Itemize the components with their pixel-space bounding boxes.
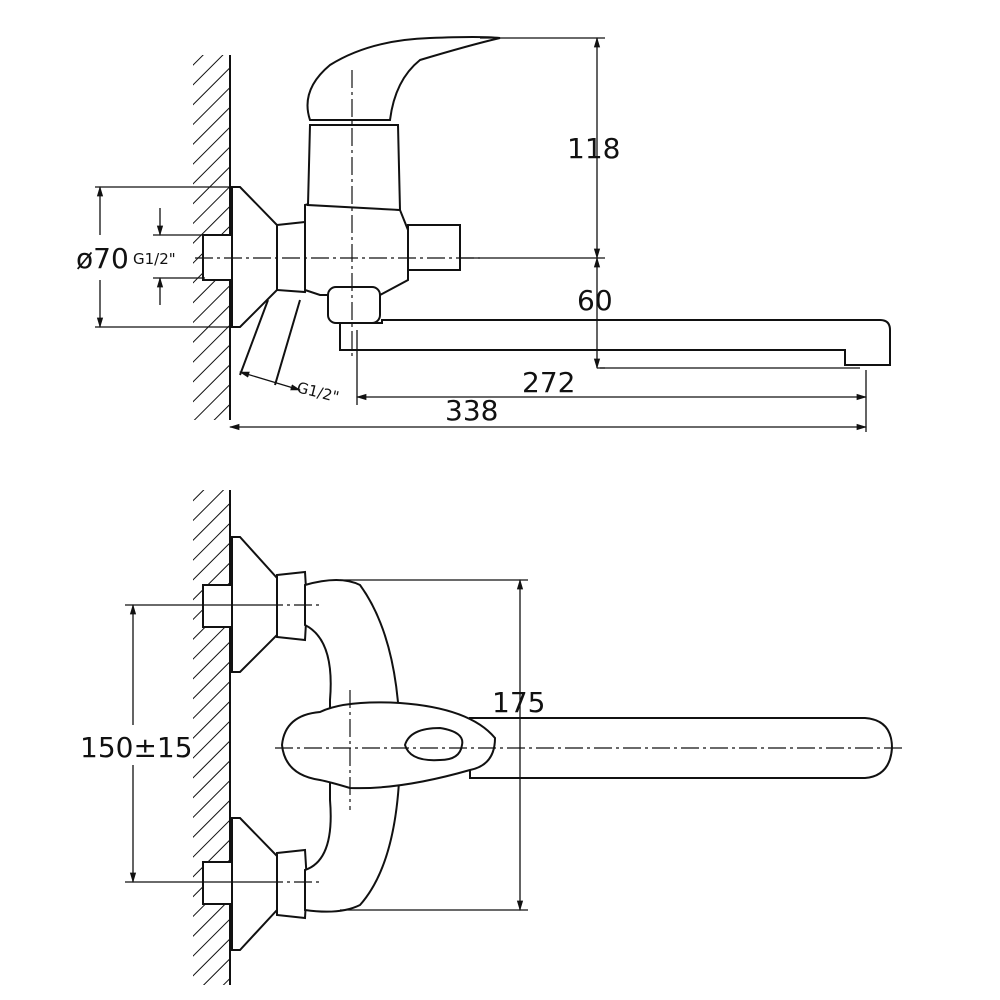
- dim-150-label: 150±15: [80, 731, 193, 764]
- thread-inlet-label: G1/2": [133, 250, 176, 268]
- lever-slot: [403, 726, 464, 762]
- swivel-ring: [327, 286, 381, 324]
- side-view: 118 60 272 338 ø70 G1/2" G1/2": [76, 36, 891, 432]
- dim-70-label: ø70: [76, 242, 129, 275]
- angled-inlet: [239, 299, 301, 386]
- spout: [339, 319, 891, 366]
- flange: [231, 186, 278, 328]
- dim-60-label: 60: [577, 284, 613, 317]
- lower-inlet: [202, 817, 309, 951]
- dim-272-label: 272: [522, 366, 575, 399]
- dim-338-label: 338: [445, 394, 498, 427]
- wall-hatch: [193, 490, 230, 985]
- dim-118-label: 118: [567, 132, 620, 165]
- dim-175-label: 175: [492, 686, 545, 719]
- handle-column: [306, 124, 402, 212]
- top-view: 150±15 175: [80, 490, 902, 985]
- lever-handle: [280, 701, 497, 790]
- valve-body: [304, 200, 409, 296]
- side-outlet: [407, 224, 461, 271]
- thread-outlet-label: G1/2": [295, 378, 341, 406]
- lever-handle: [306, 36, 501, 121]
